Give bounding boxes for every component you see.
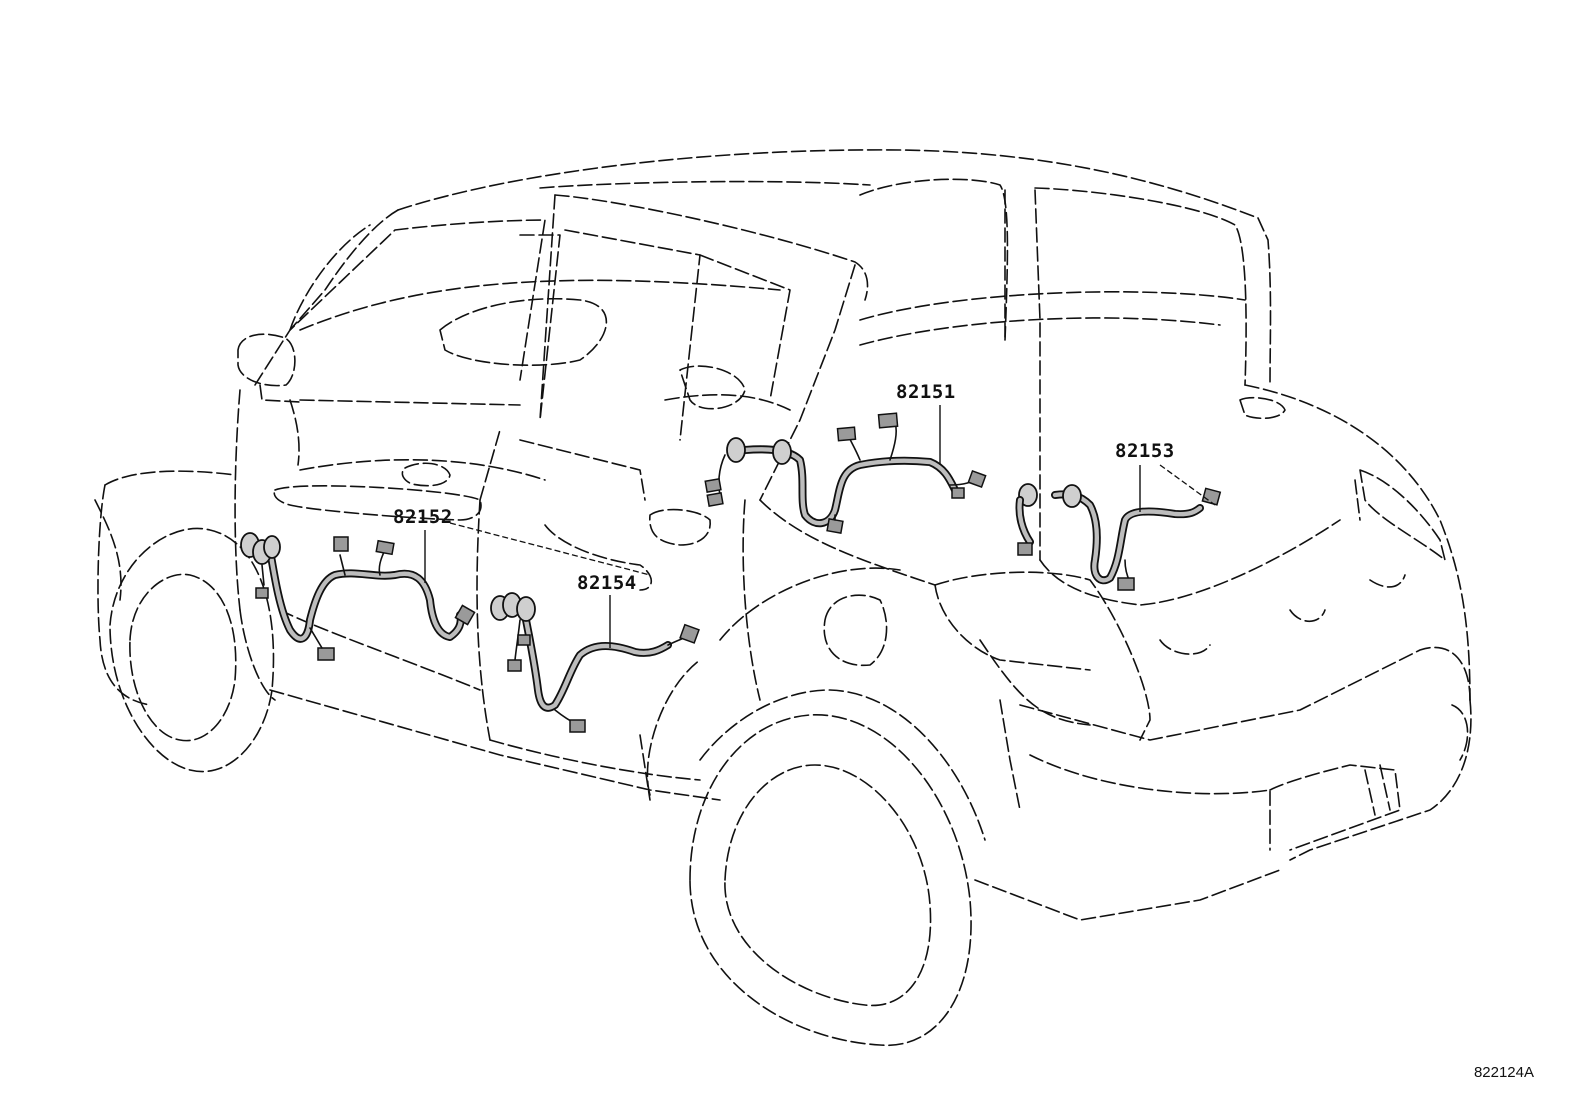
part-label-82154: 82154 (577, 572, 637, 594)
harness-82154 (490, 592, 700, 733)
part-label-82153: 82153 (1115, 440, 1175, 462)
harness-82153 (1015, 483, 1222, 591)
leader-lines (424, 405, 1216, 648)
harness-82151 (704, 412, 987, 534)
part-label-82152: 82152 (393, 506, 453, 528)
part-label-82151: 82151 (896, 381, 956, 403)
harness-82152 (240, 532, 476, 661)
diagram-id-code: 822124A (1473, 1064, 1534, 1081)
car-body-outline (94, 149, 1472, 1046)
